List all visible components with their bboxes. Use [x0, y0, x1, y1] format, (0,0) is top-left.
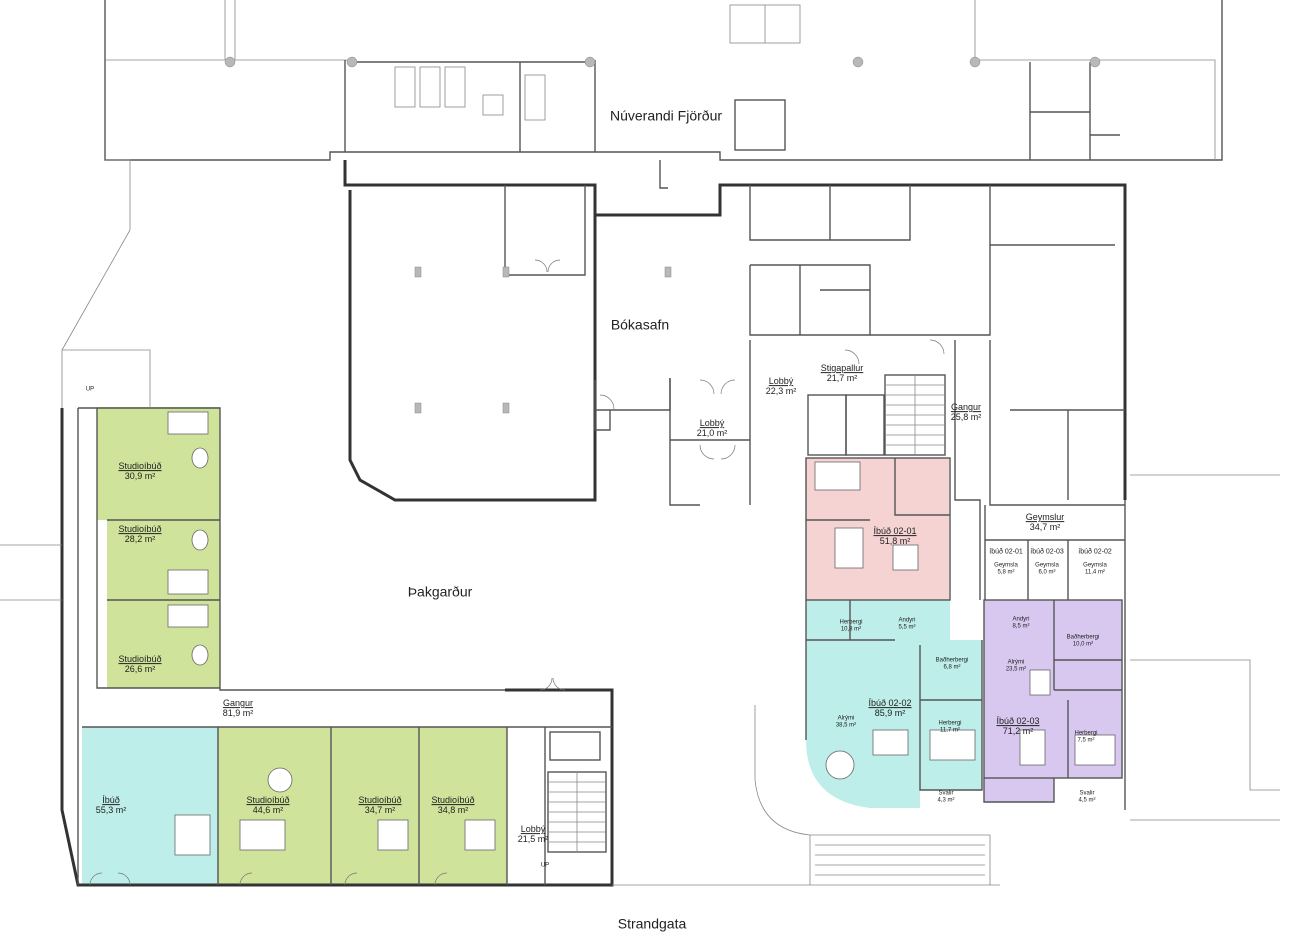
unit-fills: [82, 407, 1122, 885]
area-label-strandgata: Strandgata: [617, 915, 687, 932]
doors: [89, 259, 945, 886]
ibud-sw-fill: [82, 727, 218, 885]
up-marker-west: UP: [85, 386, 95, 393]
studio-34-7-fill: [331, 727, 419, 885]
walls: [0, 0, 1280, 887]
studio-44-fill: [218, 727, 331, 885]
area-label-bokasafn: Bókasafn: [610, 316, 670, 333]
ibud-0203-fill: [984, 600, 1122, 802]
up-marker-south: UP: [540, 862, 550, 869]
furniture: [167, 411, 1116, 856]
area-label-thakgardur: Þakgarður: [407, 583, 473, 600]
columns: [224, 56, 1101, 414]
area-label-nuverandi: Núverandi Fjörður: [609, 107, 723, 124]
studio-34-8-fill: [419, 727, 507, 885]
